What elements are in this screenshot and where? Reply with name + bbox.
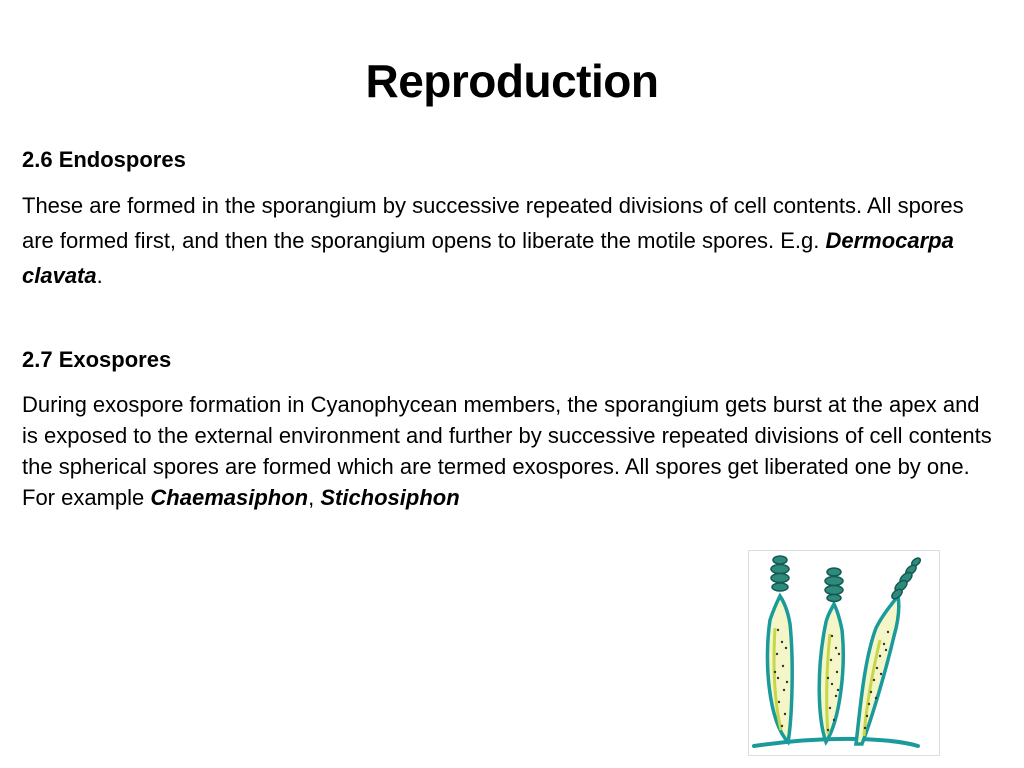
text-segment: These are formed in the sporangium by su… [22,193,964,253]
example-species: Stichosiphon [320,485,460,510]
text-segment: . [96,263,103,288]
text-segment: During exospore formation in Cyanophycea… [22,392,992,510]
text-segment: , [308,485,321,510]
section-heading-endospores: 2.6 Endospores [22,147,186,172]
example-species: Dermocarpa clavata [22,228,954,288]
section-text-exospores: During exospore formation in Cyanophycea… [22,389,997,513]
slide-title: Reproduction [365,55,659,107]
section-text-endospores: These are formed in the sporangium by su… [22,188,997,293]
example-species: Chaemasiphon [150,485,309,510]
exospore-illustration [748,550,940,756]
section-heading-exospores: 2.7 Exospores [22,347,172,372]
